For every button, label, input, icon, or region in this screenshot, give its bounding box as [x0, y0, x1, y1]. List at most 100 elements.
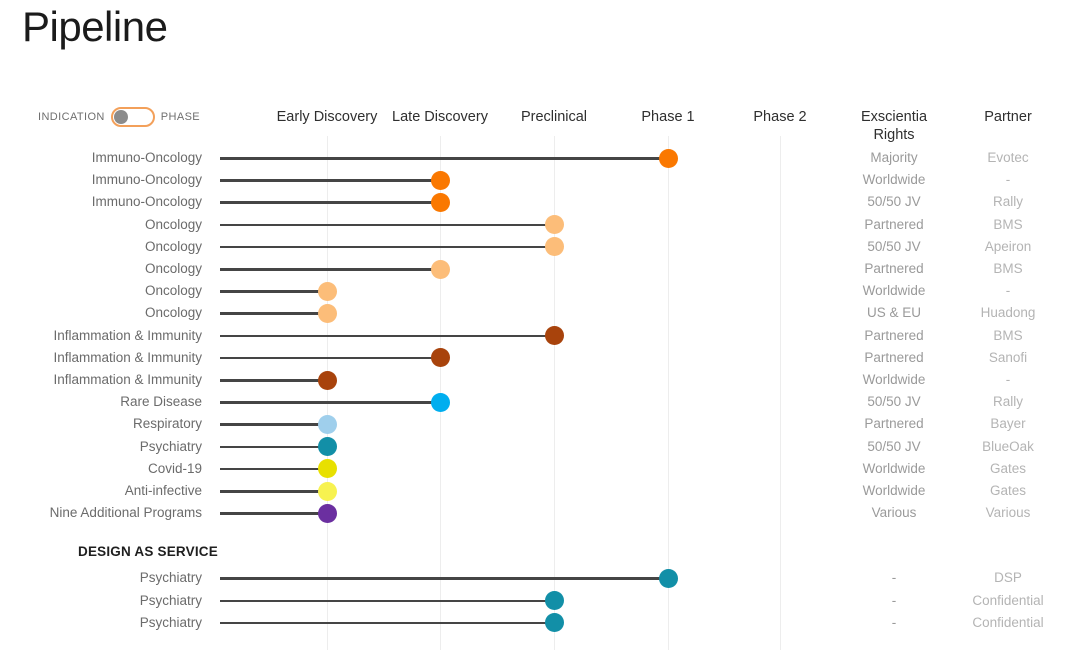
- row-progress-line: [220, 577, 668, 580]
- row-stage-dot[interactable]: [317, 303, 337, 323]
- row-partner-value: Confidential: [972, 614, 1044, 630]
- table-row[interactable]: Rare Disease 50/50 JV Rally: [0, 391, 1080, 413]
- gridline-3: [554, 136, 555, 650]
- column-header-phase-2: Phase 2: [753, 109, 807, 125]
- row-stage-dot[interactable]: [430, 192, 450, 212]
- row-progress-line: [220, 621, 554, 625]
- row-rights-value: Partnered: [864, 327, 924, 343]
- row-indication-label: Psychiatry: [139, 438, 202, 454]
- row-indication-label: Rare Disease: [120, 394, 202, 410]
- row-stage-dot[interactable]: [317, 481, 337, 501]
- row-stage-dot[interactable]: [544, 326, 564, 346]
- row-partner-value: Apeiron: [984, 238, 1032, 254]
- row-progress-line: [220, 379, 327, 382]
- row-stage-dot[interactable]: [430, 348, 450, 368]
- row-rights-value: Partnered: [864, 261, 924, 276]
- row-indication-label: Covid-19: [147, 460, 202, 476]
- row-stage-dot[interactable]: [317, 281, 337, 301]
- row-progress-line: [220, 490, 327, 493]
- row-rights-value: Various: [871, 505, 917, 521]
- row-indication-label: Immuno-Oncology: [91, 172, 202, 188]
- row-rights-value: Worldwide: [862, 283, 926, 299]
- row-indication-label: Immuno-Oncology: [91, 194, 202, 210]
- gridline-1: [327, 136, 328, 650]
- row-stage-dot[interactable]: [430, 259, 450, 279]
- table-row[interactable]: Oncology Worldwide -: [0, 280, 1080, 302]
- row-stage-dot[interactable]: [544, 237, 564, 257]
- toggle-switch[interactable]: [110, 107, 155, 127]
- row-indication-label: Psychiatry: [139, 592, 202, 608]
- row-rights-value: Partnered: [864, 349, 924, 365]
- row-indication-label: Oncology: [144, 283, 202, 299]
- row-rights-value: Worldwide: [862, 372, 926, 387]
- row-rights-value: Partnered: [864, 416, 924, 432]
- indication-phase-toggle[interactable]: INDICATION PHASE: [38, 107, 200, 127]
- row-partner-value: Evotec: [987, 150, 1029, 165]
- row-partner-value: Sanofi: [988, 349, 1028, 365]
- row-indication-label: Respiratory: [132, 416, 202, 432]
- row-rights-value: US & EU: [866, 305, 921, 321]
- row-stage-dot[interactable]: [544, 215, 564, 235]
- row-rights-value: 50/50 JV: [867, 394, 921, 410]
- row-partner-value: Rally: [992, 394, 1023, 410]
- column-header-late-discovery: Late Discovery: [392, 109, 488, 125]
- row-partner-value: BMS: [993, 327, 1023, 343]
- row-partner-value: Huadong: [980, 305, 1036, 321]
- row-partner-value: -: [1005, 372, 1011, 387]
- row-stage-dot[interactable]: [430, 170, 450, 190]
- row-partner-value: Rally: [992, 194, 1023, 210]
- row-stage-dot[interactable]: [430, 392, 450, 412]
- row-indication-label: Oncology: [144, 261, 202, 276]
- table-row[interactable]: Psychiatry 50/50 JV BlueOak: [0, 436, 1080, 458]
- row-partner-value: DSP: [994, 570, 1022, 586]
- row-rights-value: 50/50 JV: [867, 438, 921, 454]
- column-header-phase-1: Phase 1: [641, 109, 695, 125]
- row-partner-value: -: [1005, 283, 1011, 299]
- row-stage-dot[interactable]: [544, 591, 564, 611]
- row-partner-value: -: [1005, 172, 1011, 188]
- table-row[interactable]: Psychiatry-DSP: [0, 567, 1080, 589]
- row-stage-dot[interactable]: [317, 370, 337, 390]
- table-row[interactable]: Psychiatry-Confidential: [0, 612, 1080, 634]
- row-partner-value: BlueOak: [982, 438, 1034, 454]
- row-rights-value: Majority: [870, 150, 918, 165]
- row-indication-label: Nine Additional Programs: [49, 505, 202, 521]
- row-progress-line: [220, 157, 668, 160]
- table-row[interactable]: Psychiatry-Confidential: [0, 590, 1080, 612]
- row-progress-line: [220, 467, 327, 471]
- column-header-exscientia-rights: Exscientia Rights: [860, 109, 928, 144]
- row-indication-label: Oncology: [144, 305, 202, 321]
- row-stage-dot[interactable]: [544, 613, 564, 633]
- row-progress-line: [220, 401, 440, 404]
- row-progress-line: [220, 356, 440, 360]
- row-stage-dot[interactable]: [317, 459, 337, 479]
- row-rights-value: Worldwide: [862, 483, 926, 498]
- row-progress-line: [220, 179, 440, 182]
- row-stage-dot[interactable]: [658, 568, 678, 588]
- row-partner-value: BMS: [993, 216, 1023, 232]
- row-progress-line: [220, 512, 327, 515]
- row-stage-dot[interactable]: [317, 503, 337, 523]
- row-stage-dot[interactable]: [658, 148, 678, 168]
- row-stage-dot[interactable]: [317, 414, 337, 434]
- row-stage-dot[interactable]: [317, 437, 337, 457]
- row-indication-label: Inflammation & Immunity: [53, 349, 202, 365]
- row-indication-label: Psychiatry: [139, 570, 202, 586]
- table-row[interactable]: Inflammation & Immunity Partnered Sanofi: [0, 347, 1080, 369]
- toggle-knob[interactable]: [113, 110, 128, 124]
- table-row[interactable]: Oncology US & EU Huadong: [0, 302, 1080, 324]
- row-indication-label: Psychiatry: [139, 614, 202, 630]
